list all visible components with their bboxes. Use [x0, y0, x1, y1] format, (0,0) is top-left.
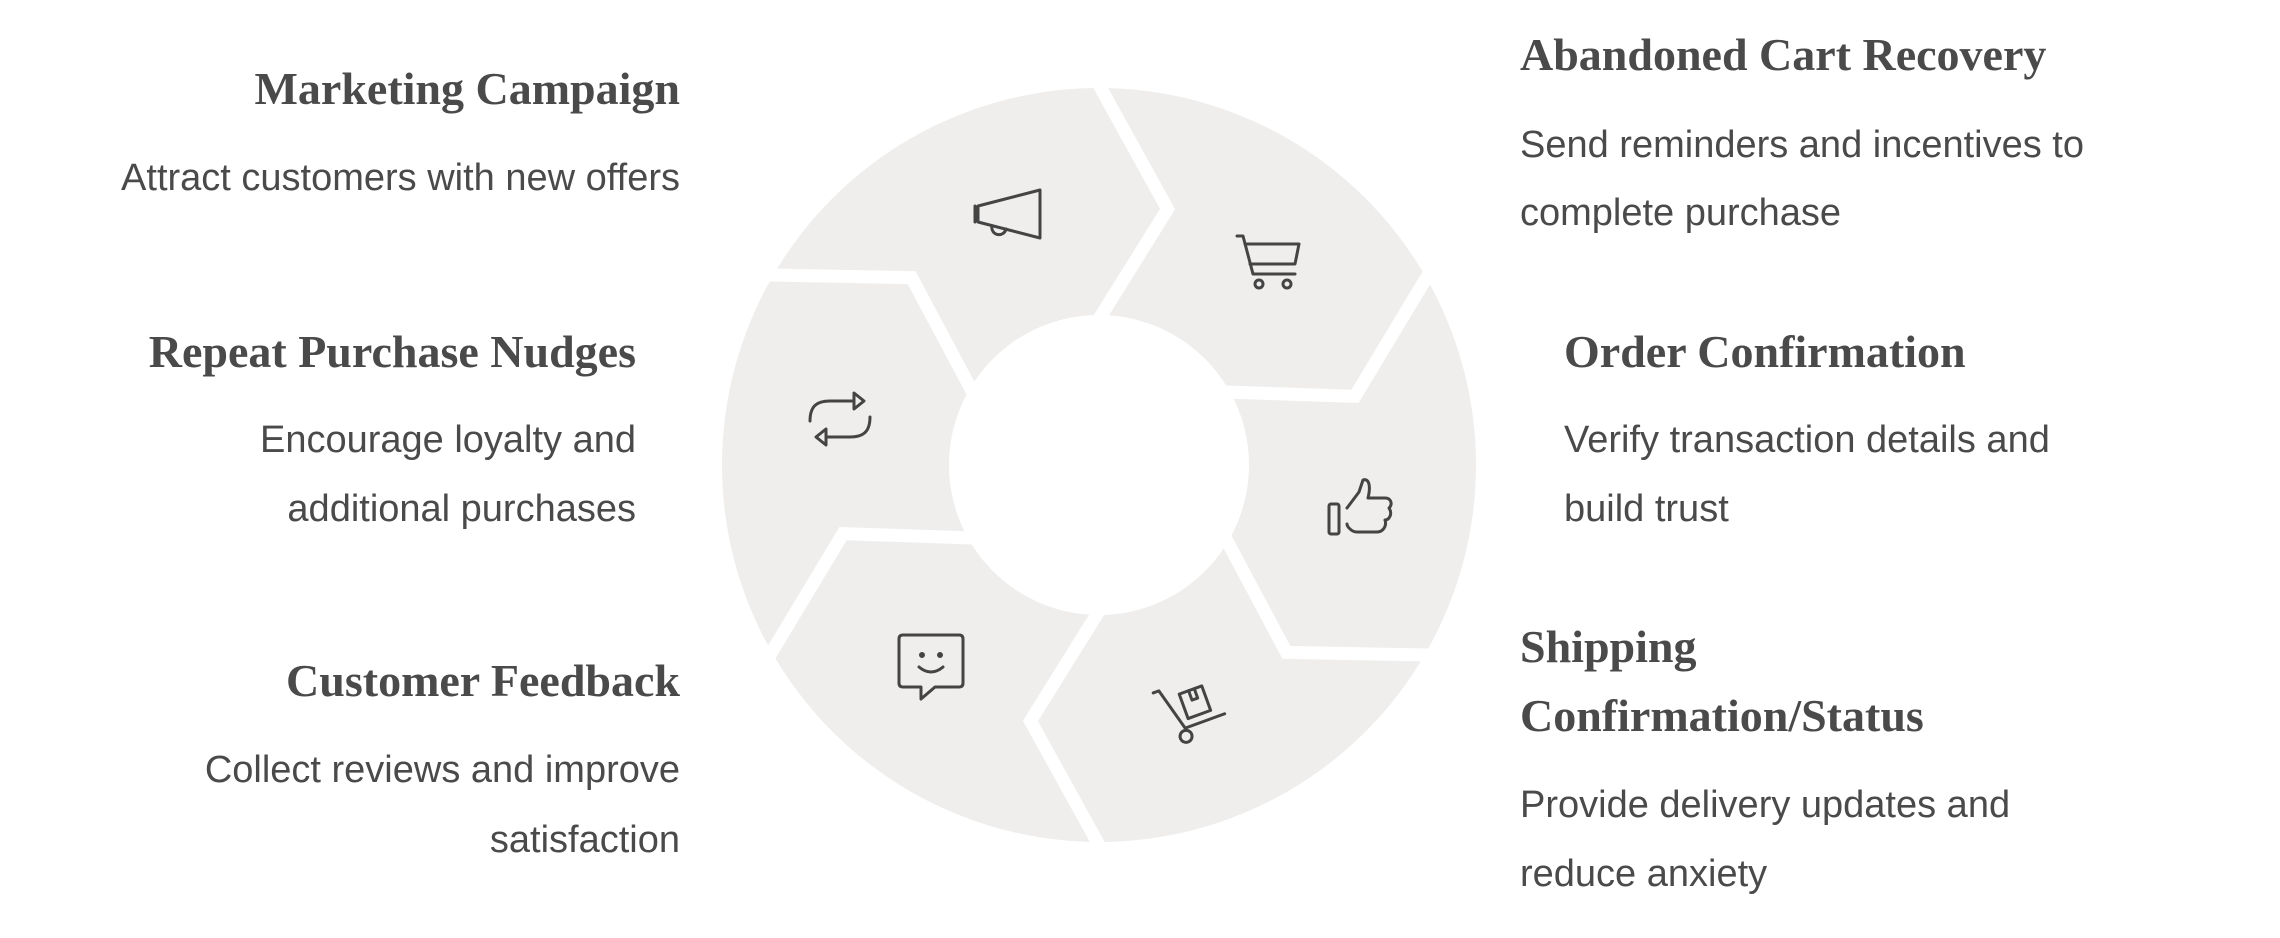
step-title-order-confirmation: Order Confirmation: [1564, 326, 1966, 377]
step-title-repeat-purchase-nudges: Repeat Purchase Nudges: [148, 326, 636, 377]
step-desc-abandoned-cart-recovery-2: complete purchase: [1520, 192, 1842, 234]
thumbs-up-icon: [1327, 478, 1393, 536]
ring-segments: [722, 88, 1477, 842]
step-desc-abandoned-cart-recovery-1: Send reminders and incentives to: [1520, 124, 2084, 166]
repeat-icon: [808, 391, 872, 447]
megaphone-icon: [973, 188, 1042, 240]
step-title-shipping-2: Confirmation/Status: [1520, 690, 1924, 741]
segment-separator: [1022, 607, 1105, 849]
step-desc-repeat-purchase-nudges-2: additional purchases: [287, 488, 636, 530]
step-title-shipping-1: Shipping: [1520, 621, 1697, 672]
segment-separator: [1093, 81, 1176, 323]
step-desc-order-confirmation-2: build trust: [1564, 488, 1729, 530]
step-desc-customer-feedback-1: Collect reviews and improve: [204, 749, 680, 791]
segment-separators: [764, 81, 1434, 849]
segment-separator: [1219, 534, 1429, 662]
step-desc-repeat-purchase-nudges-1: Encourage loyalty and: [259, 419, 636, 461]
step-desc-customer-feedback-2: satisfaction: [489, 819, 680, 861]
step-desc-order-confirmation-1: Verify transaction details and: [1564, 419, 2050, 461]
hand-truck-icon: [1151, 684, 1227, 744]
segment-separator: [764, 526, 973, 659]
step-desc-shipping-2: reduce anxiety: [1520, 853, 1768, 895]
step-desc-marketing-campaign: Attract customers with new offers: [121, 157, 680, 199]
segment-separator: [1225, 271, 1434, 404]
step-desc-shipping-1: Provide delivery updates and: [1520, 784, 2011, 826]
step-title-abandoned-cart-recovery: Abandoned Cart Recovery: [1520, 29, 2047, 80]
segment-separator: [769, 268, 979, 396]
shopping-cart-icon: [1235, 234, 1301, 290]
step-title-customer-feedback: Customer Feedback: [286, 655, 680, 706]
chat-smile-icon: [897, 633, 965, 701]
step-title-marketing-campaign: Marketing Campaign: [254, 63, 681, 114]
